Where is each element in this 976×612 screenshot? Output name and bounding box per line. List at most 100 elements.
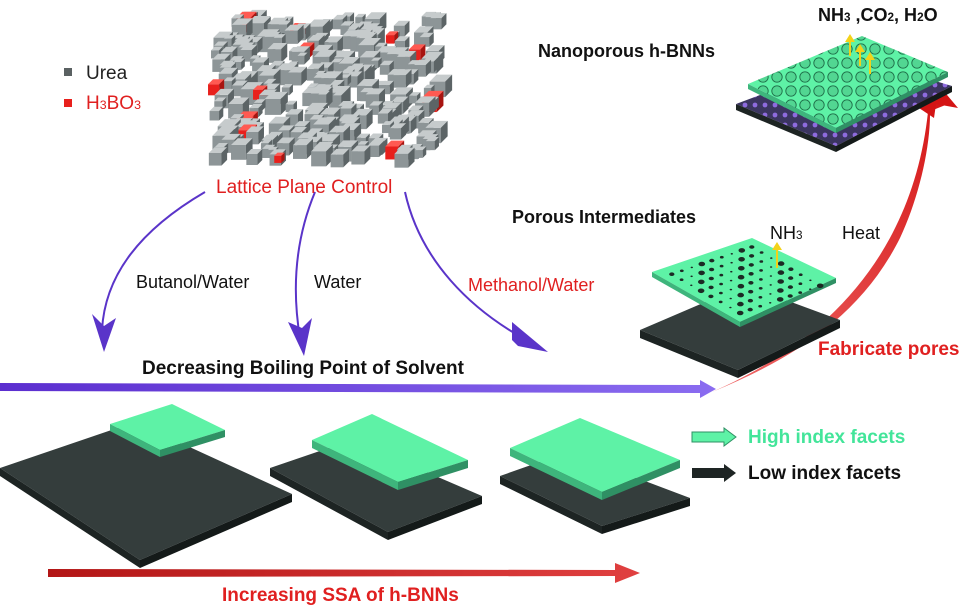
pore [737, 292, 744, 298]
pore [738, 257, 745, 262]
pore [679, 278, 684, 282]
pore [730, 261, 733, 264]
pore [749, 245, 755, 249]
pore [729, 279, 733, 282]
gases-o: O [923, 5, 938, 25]
high-index-arrow [691, 427, 737, 447]
urea-cube [233, 58, 245, 70]
water-label: Water [314, 272, 362, 292]
pore [738, 248, 746, 253]
pore [719, 282, 723, 286]
low-index-facets-label: Low index facets [748, 463, 902, 484]
butanol-water-label: Butanol/Water [136, 272, 250, 292]
pore [770, 257, 773, 259]
urea-cube [330, 148, 350, 168]
pore [777, 288, 784, 293]
pore [777, 270, 785, 275]
gases-sub-2: 2 [887, 11, 895, 24]
pore [738, 266, 745, 271]
urea-cube [380, 80, 394, 95]
pore [787, 285, 794, 289]
pore [749, 254, 755, 258]
crystal-lattice-cluster [208, 9, 453, 168]
boric-acid-sub-1: 3 [99, 98, 107, 112]
pore [729, 288, 733, 291]
urea-cube [414, 146, 427, 158]
pore [698, 279, 705, 285]
pore [748, 272, 754, 276]
urea-cube [284, 24, 304, 44]
nh3-release-nh: NH [770, 223, 796, 243]
boric-acid-legend-label: H3BO3 [86, 94, 141, 113]
heat-label: Heat [842, 223, 881, 243]
porous-intermediates-stack [640, 238, 840, 378]
gases-nh: NH [818, 5, 844, 25]
pore [719, 255, 724, 259]
urea-cube [394, 147, 415, 168]
decreasing-boiling-point-label: Decreasing Boiling Point of Solvent [142, 358, 464, 379]
pore [787, 294, 793, 298]
plate-stack-3 [500, 418, 690, 534]
solvent-arrows [92, 191, 548, 356]
pore [809, 288, 812, 291]
pore [708, 285, 714, 290]
pore [690, 284, 693, 287]
pore [759, 260, 764, 263]
fabricate-pores-label: Fabricate pores [818, 339, 960, 360]
released-gases-label: NH3 ,CO2, H2O [818, 6, 938, 24]
pore [730, 270, 733, 273]
pore [708, 294, 714, 299]
pore [769, 302, 772, 304]
nh3-release-label: NH3 [770, 224, 803, 242]
boiling-point-arrow [0, 380, 716, 398]
pore [730, 253, 733, 255]
urea-legend-swatch [64, 68, 72, 76]
pore [759, 278, 763, 281]
urea-cube [297, 52, 308, 63]
pore [719, 264, 724, 268]
pore [816, 283, 824, 289]
pore [748, 263, 754, 267]
pore [777, 261, 785, 266]
pore [769, 275, 773, 277]
pore [769, 266, 773, 268]
urea-cube [208, 147, 228, 166]
pore [698, 270, 705, 276]
gases-h: , H [894, 5, 918, 25]
pore [748, 289, 754, 294]
pore [759, 251, 764, 254]
urea-cube [367, 140, 385, 158]
urea-cube [430, 13, 447, 30]
ssa-arrow [48, 563, 640, 583]
gases-sub-1: 3 [844, 11, 851, 24]
pore [798, 273, 803, 277]
pore [737, 283, 745, 289]
urea-cube [393, 69, 412, 88]
urea-cube [214, 97, 227, 110]
urea-cube [333, 91, 345, 104]
gases-sub-3: 2 [917, 11, 924, 24]
urea-cube [281, 83, 293, 96]
gases-co: ,CO [850, 5, 888, 25]
nanoporous-stack [736, 36, 952, 152]
pore [718, 300, 723, 304]
pore [737, 274, 745, 280]
urea-cube [414, 59, 432, 77]
urea-cube [311, 144, 333, 167]
nh3-release-sub: 3 [796, 229, 803, 242]
porous-intermediates-label: Porous Intermediates [512, 207, 697, 227]
pore [758, 287, 763, 290]
boric-acid-sub-2: 3 [134, 98, 141, 112]
urea-cube [393, 20, 410, 37]
pore [777, 279, 784, 284]
pore [747, 307, 753, 312]
methanol-water-label: Methanol/Water [468, 275, 595, 295]
boric-acid-bo: BO [106, 93, 135, 114]
urea-cube [377, 108, 393, 124]
pore [708, 276, 714, 281]
pore [690, 275, 693, 278]
pore [719, 291, 723, 295]
nanoporous-hbnns-label: Nanoporous h-BNNs [538, 41, 715, 61]
pore [788, 267, 794, 272]
